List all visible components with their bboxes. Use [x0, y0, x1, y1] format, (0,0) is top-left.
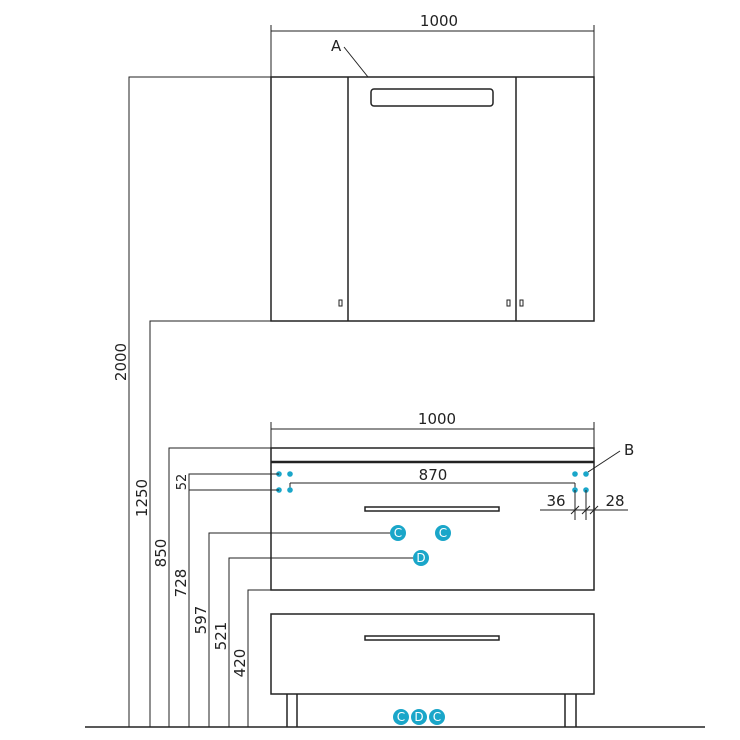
svg-text:C: C: [397, 710, 405, 724]
svg-text:C: C: [394, 526, 402, 540]
mirror-cabinet: [270, 76, 595, 322]
cabinet-width-label: 1000: [418, 410, 456, 428]
height-dimension-2000: 2000: [112, 76, 271, 727]
height-dimension-420: 420: [231, 589, 271, 727]
svg-text:D: D: [414, 710, 423, 724]
lower-drawer-height-label: 420: [231, 649, 249, 678]
drain-height-label: 521: [212, 622, 230, 651]
svg-text:C: C: [439, 526, 447, 540]
mirror-bottom-height-label: 1250: [133, 479, 151, 517]
height-dimension-521: 521: [212, 557, 413, 727]
drawer-handle-icon: [364, 506, 500, 512]
handle-icon: [506, 299, 511, 307]
handle-icon: [519, 299, 524, 307]
offset-left-label: 36: [546, 492, 565, 510]
callout-b-label: B: [624, 441, 634, 459]
mount-point-icon: [287, 487, 293, 493]
water-outlet-badge: [435, 525, 451, 541]
callout-b: B: [587, 441, 634, 473]
height-dimension-1250: 1250: [133, 320, 271, 727]
mount-point-icon: [572, 471, 578, 477]
mount-vertical-spacing-label: 52: [175, 474, 190, 491]
mount-spacing-dimension: 870: [289, 466, 576, 490]
handle-icon: [338, 299, 343, 307]
connection-badges: C C D C D C: [390, 525, 451, 725]
mirror-light-icon: [370, 88, 494, 107]
callout-a-label: A: [331, 37, 342, 55]
offset-dimensions: 36 28: [540, 490, 628, 520]
cabinet-width-dimension: 1000: [270, 410, 595, 448]
mount-spacing-label: 870: [419, 466, 448, 484]
drain-badge: [413, 550, 429, 566]
water-outlet-badge: [390, 525, 406, 541]
mount-point-icon: [287, 471, 293, 477]
upper-mount-height-label: 728: [172, 569, 190, 598]
drain-badge: [411, 709, 427, 725]
water-outlet-badge: [393, 709, 409, 725]
cabinet-top-height-label: 850: [152, 539, 170, 568]
svg-text:C: C: [433, 710, 441, 724]
drawer-handle-icon: [364, 635, 500, 641]
water-outlet-height-label: 597: [192, 606, 210, 635]
height-dimension-850: 850: [152, 447, 271, 727]
height-dimension-597: 597: [192, 532, 390, 727]
water-outlet-badge: [429, 709, 445, 725]
mount-point-icon: [583, 471, 589, 477]
offset-right-label: 28: [605, 492, 624, 510]
callout-a: A: [331, 37, 369, 78]
total-height-label: 2000: [112, 343, 130, 381]
mirror-width-dimension: 1000: [270, 12, 595, 77]
vanity-cabinet: [270, 447, 595, 727]
mirror-width-label: 1000: [420, 12, 458, 30]
height-dimension-728: 52 728: [172, 473, 279, 727]
svg-text:D: D: [416, 551, 425, 565]
